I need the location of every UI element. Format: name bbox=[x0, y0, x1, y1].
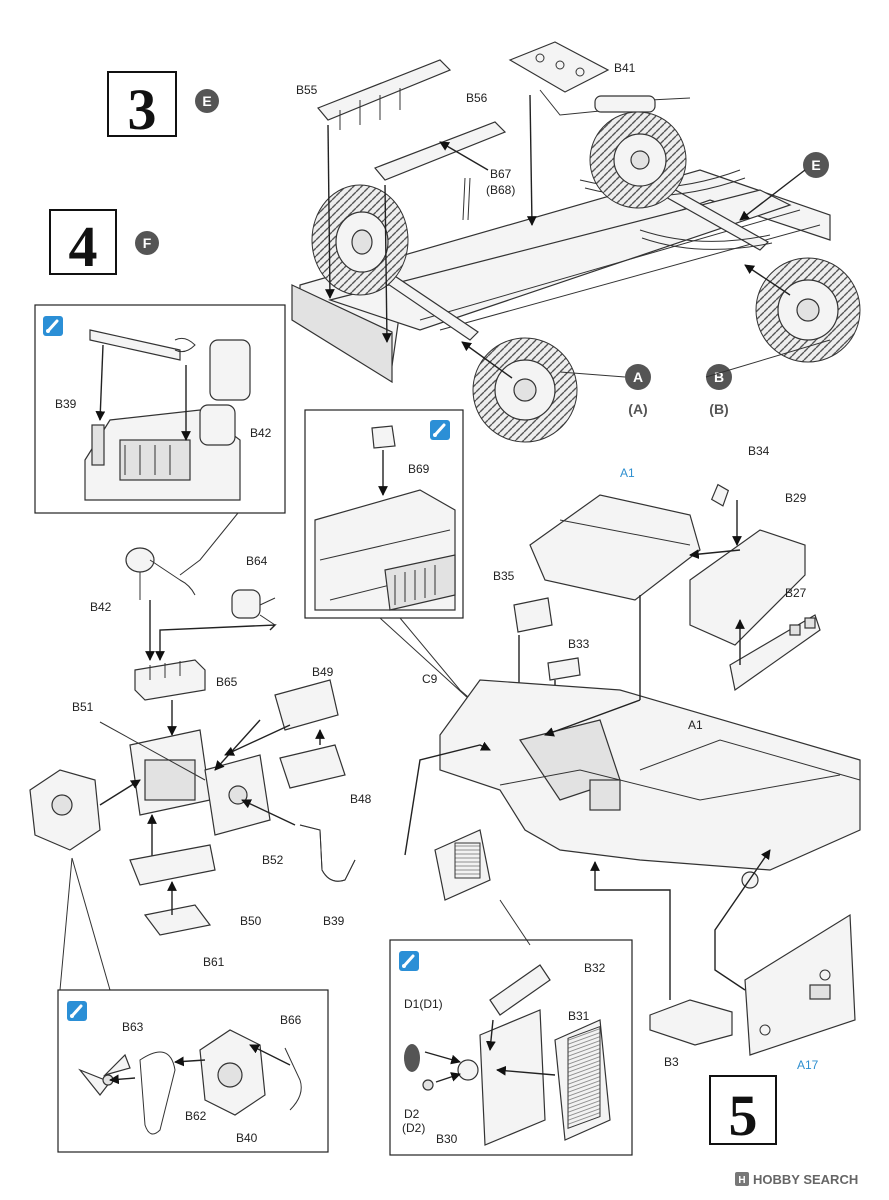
svg-text:F: F bbox=[143, 235, 152, 251]
step-5-number: 5 bbox=[729, 1083, 758, 1148]
label-b68: (B68) bbox=[486, 183, 515, 197]
label-b48: B48 bbox=[350, 792, 372, 806]
filter-b64 bbox=[155, 589, 277, 661]
label-a17: A17 bbox=[797, 1058, 819, 1072]
label-b64: B64 bbox=[246, 554, 268, 568]
label-b67: B67 bbox=[490, 167, 512, 181]
cap-b42 bbox=[125, 547, 196, 661]
dash-interior-inset bbox=[314, 425, 456, 611]
label-d2: D2 bbox=[404, 1107, 420, 1121]
step-5-box: 5 bbox=[709, 1075, 777, 1148]
label-b33: B33 bbox=[568, 637, 590, 651]
badge-f-step4: F bbox=[135, 231, 159, 255]
plate-b61 bbox=[143, 881, 212, 936]
badge-e-step3: E bbox=[195, 89, 219, 113]
paint-brush-icon bbox=[43, 316, 63, 336]
label-b29: B29 bbox=[785, 491, 807, 505]
label-b55: B55 bbox=[296, 83, 318, 97]
label-c9: C9 bbox=[422, 672, 438, 686]
wheel-b bbox=[755, 257, 861, 363]
step-3-number: 3 bbox=[128, 77, 157, 142]
svg-text:A: A bbox=[633, 369, 643, 385]
paint-brush-icon bbox=[399, 951, 419, 971]
radiator-inset-parts bbox=[404, 964, 611, 1146]
label-b34: B34 bbox=[748, 444, 770, 458]
bracket-b48 bbox=[279, 729, 346, 789]
label-b56: B56 bbox=[466, 91, 488, 105]
rear-wheel-right bbox=[589, 111, 687, 209]
hose-b39 bbox=[241, 799, 356, 882]
label-b61: B61 bbox=[203, 955, 225, 969]
label-b39-inset: B39 bbox=[55, 397, 77, 411]
label-b50: B50 bbox=[240, 914, 262, 928]
label-b32: B32 bbox=[584, 961, 606, 975]
step-3-box: 3 bbox=[107, 71, 177, 142]
hood-a1 bbox=[529, 494, 701, 601]
badge-b-wheel: B (B) bbox=[706, 364, 732, 417]
inset-engine-detail bbox=[34, 304, 286, 514]
label-b30: B30 bbox=[436, 1132, 458, 1146]
label-b42: B42 bbox=[90, 600, 112, 614]
label-b51: B51 bbox=[72, 700, 94, 714]
inset-radiator bbox=[389, 939, 633, 1156]
label-b63: B63 bbox=[122, 1020, 144, 1034]
label-b40: B40 bbox=[236, 1131, 258, 1145]
step-4-number: 4 bbox=[69, 214, 98, 279]
label-b41: B41 bbox=[614, 61, 636, 75]
fender-b29 bbox=[689, 483, 806, 646]
svg-text:E: E bbox=[811, 157, 820, 173]
label-b62: B62 bbox=[185, 1109, 207, 1123]
head-b52 bbox=[204, 719, 271, 836]
inset-dash-detail bbox=[304, 409, 464, 619]
dash-panel-b27 bbox=[729, 614, 821, 692]
front-wheel-left bbox=[311, 184, 409, 296]
label-b42-inset: B42 bbox=[250, 426, 272, 440]
label-a1-body: A1 bbox=[688, 718, 703, 732]
svg-text:E: E bbox=[202, 93, 211, 109]
label-b39: B39 bbox=[323, 914, 345, 928]
badge-a-paren: (A) bbox=[628, 401, 647, 417]
label-b31: B31 bbox=[568, 1009, 590, 1023]
shroud-b49 bbox=[224, 679, 339, 756]
chassis-assembly bbox=[291, 41, 861, 443]
badge-a-wheel: A (A) bbox=[625, 364, 651, 417]
label-d1: D1(D1) bbox=[404, 997, 443, 1011]
label-b52: B52 bbox=[262, 853, 284, 867]
label-b69: B69 bbox=[408, 462, 430, 476]
step-4-box: 4 bbox=[49, 209, 117, 279]
label-b27: B27 bbox=[785, 586, 807, 600]
label-a1-hood: A1 bbox=[620, 466, 635, 480]
paint-brush-icon bbox=[430, 420, 450, 440]
radiator-small bbox=[404, 741, 531, 946]
pan-b50 bbox=[129, 844, 216, 886]
fan-pump-inset-parts bbox=[78, 1029, 302, 1135]
svg-text:H: H bbox=[738, 1175, 745, 1186]
badge-b-paren: (B) bbox=[709, 401, 728, 417]
inset-fan-pump bbox=[57, 989, 329, 1153]
label-d2-paren: (D2) bbox=[402, 1121, 425, 1135]
toolbox-b3 bbox=[590, 861, 733, 1046]
label-b66: B66 bbox=[280, 1013, 302, 1027]
svg-text:B: B bbox=[714, 369, 724, 385]
watermark-text: HOBBY SEARCH bbox=[753, 1172, 858, 1187]
hobbysearch-logo-icon: H bbox=[735, 1172, 749, 1186]
label-b35: B35 bbox=[493, 569, 515, 583]
block-b65 bbox=[134, 659, 206, 736]
engine-block-inset bbox=[84, 329, 251, 501]
label-b49: B49 bbox=[312, 665, 334, 679]
engine-b51 bbox=[99, 721, 211, 857]
wheel-a bbox=[472, 337, 578, 443]
label-b3: B3 bbox=[664, 1055, 679, 1069]
rear-panel-a17 bbox=[714, 849, 856, 1056]
battery-b35 bbox=[513, 597, 553, 721]
paint-brush-icon bbox=[67, 1001, 87, 1021]
badge-e-chassis: E bbox=[803, 152, 829, 178]
fan-pump-assembly bbox=[29, 769, 141, 851]
label-b65: B65 bbox=[216, 675, 238, 689]
